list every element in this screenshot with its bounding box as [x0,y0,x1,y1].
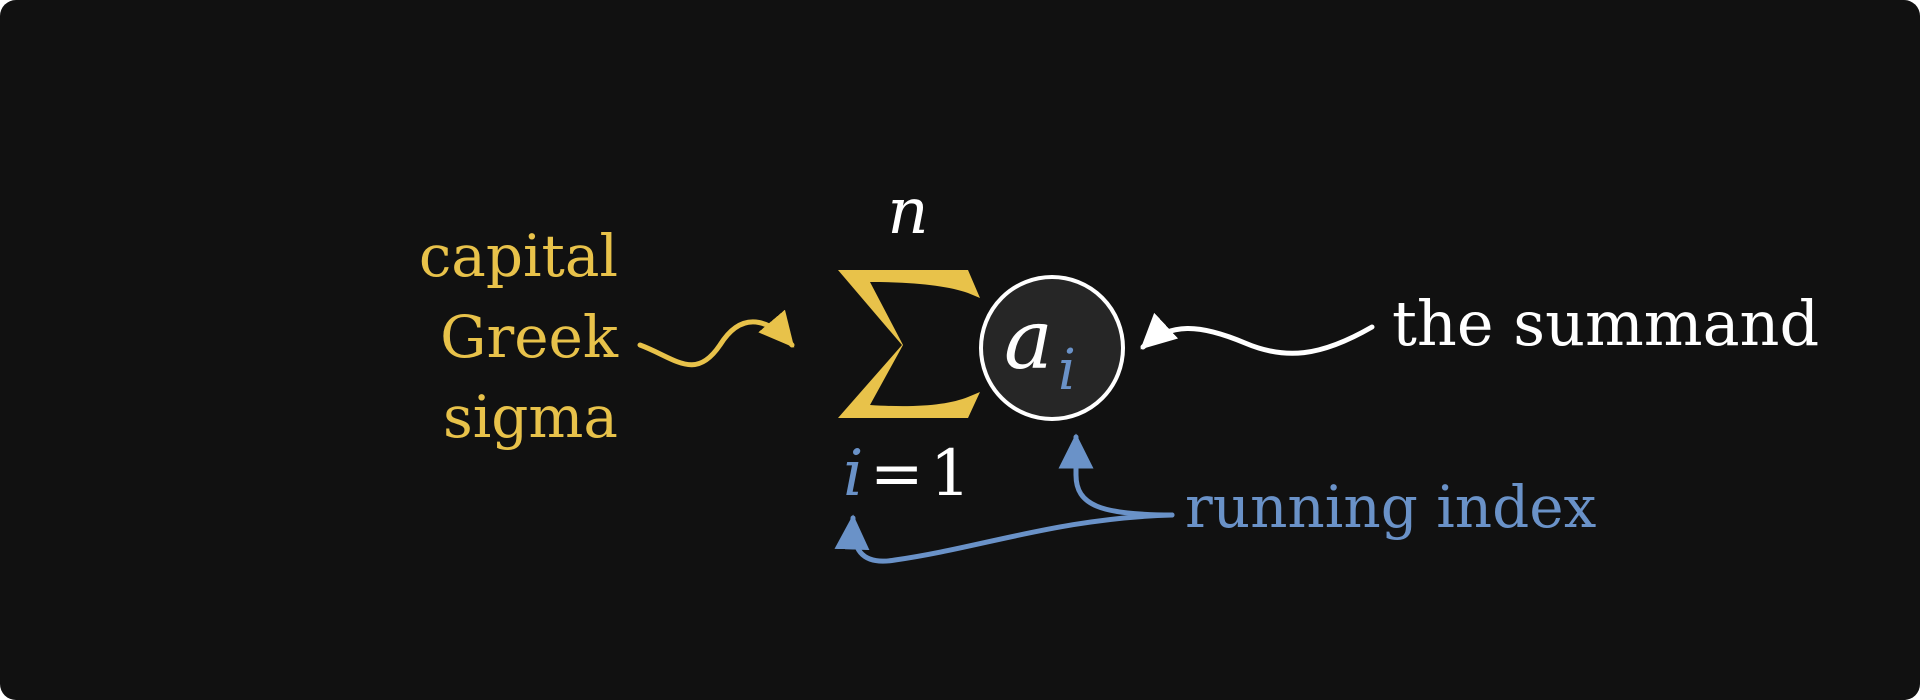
summand-arrow [1140,312,1375,356]
summand-term: a [1004,293,1053,388]
sigma-label-line-2: Greek [440,303,619,371]
lower-equals: = [870,437,924,511]
sigma-label-group: capital Greek sigma [419,222,619,451]
lower-index: i [843,437,863,511]
summand-index: i [1058,338,1076,403]
lower-value: 1 [930,437,971,511]
sigma-label-line-3: sigma [443,383,618,451]
summand-circle [979,275,1125,421]
upper-limit: n [887,175,928,249]
sigma-symbol [838,270,980,418]
sigma-arrow [637,309,795,368]
running-index-arrow-to-lower-limit [834,512,1175,564]
running-index-arrow-to-summand [1058,433,1175,518]
summand-label: the summand [1392,287,1819,360]
running-index-label: running index [1185,473,1596,541]
sigma-label-line-1: capital [419,222,618,290]
